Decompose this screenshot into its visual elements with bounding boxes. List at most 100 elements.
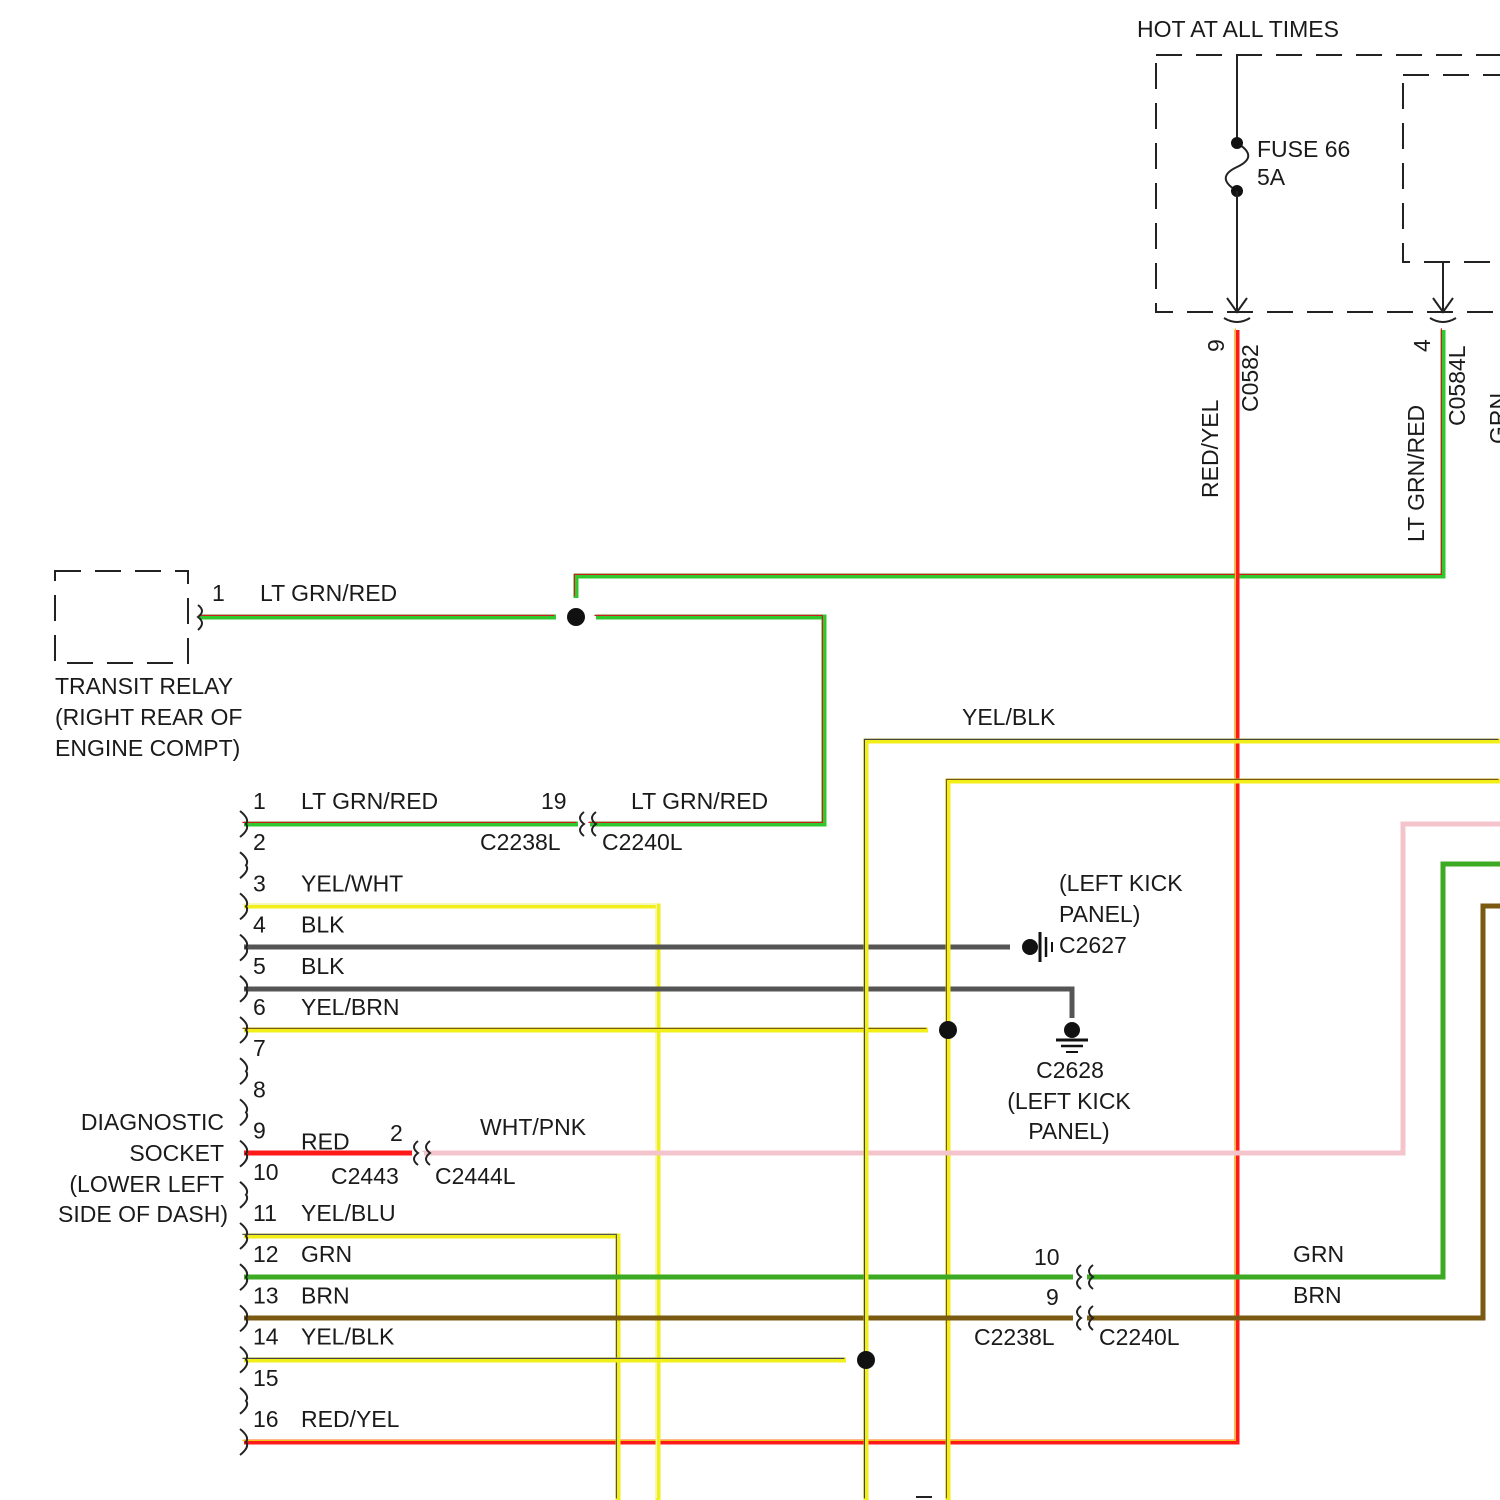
pin-9-c0582: 9: [1203, 339, 1229, 352]
diag-socket-title-1: DIAGNOSTIC: [81, 1109, 224, 1135]
connector-c2238l-label-lower: C2238L: [974, 1324, 1055, 1350]
pin-10-label: 10: [1034, 1244, 1060, 1270]
pin-19-label: 19: [541, 788, 567, 814]
ground-c2628-id: C2628: [1036, 1057, 1104, 1083]
wire-grn-vertical-label: GRN: [1485, 393, 1500, 444]
pin-2-label: 2: [390, 1120, 403, 1146]
socket-pin-number: 10: [253, 1159, 279, 1185]
socket-pin-number: 9: [253, 1118, 266, 1144]
socket-pin-number: 14: [253, 1324, 279, 1350]
wire-lt-grn-red-right-label: LT GRN/RED: [631, 788, 768, 814]
connector-c2238l-pin9-icon: [1077, 1306, 1081, 1330]
socket-pin-number: 5: [253, 953, 266, 979]
wire-yel-brn-pin6: [242, 1028, 928, 1030]
socket-pin-number: 4: [253, 912, 266, 938]
connector-c2238l-pin19-icon: [580, 812, 584, 836]
connector-c2444l-label: C2444L: [435, 1163, 516, 1189]
ground-c2627-location-2: PANEL): [1059, 901, 1140, 927]
socket-pin-number: 16: [253, 1406, 279, 1432]
transit-relay-wire-label: LT GRN/RED: [260, 580, 397, 606]
socket-pin-wire-label: GRN: [301, 1241, 352, 1267]
fuse-terminal-top: [1231, 137, 1243, 149]
fuse-name: FUSE 66: [1257, 136, 1350, 162]
socket-pin-bracket-icon: [240, 935, 247, 961]
socket-pin-bracket-icon: [240, 1429, 247, 1455]
wire-yel-blu-pin11: [242, 1234, 618, 1500]
socket-pin-bracket-icon: [240, 1141, 247, 1167]
socket-pin-bracket-icon: [240, 1017, 247, 1043]
connector-c2240l-label-upper: C2240L: [602, 829, 683, 855]
connector-c2240l-label-lower: C2240L: [1099, 1324, 1180, 1350]
connector-c0584l-icon: [1430, 318, 1456, 322]
socket-pin-wire-label: RED/YEL: [301, 1406, 400, 1432]
diag-socket-title-4: SIDE OF DASH): [58, 1201, 228, 1227]
socket-pin-number: 7: [253, 1035, 266, 1061]
socket-pin-wire-label: YEL/WHT: [301, 870, 403, 896]
wire-lt-grn-red-vertical-label: LT GRN/RED: [1403, 405, 1429, 542]
wire-lt-grn-red-socket-pin1: [242, 822, 578, 824]
socket-pin-wire-label: YEL/BLK: [301, 1324, 395, 1350]
connector-c0582-icon: [1224, 318, 1250, 322]
transit-relay-title-1: TRANSIT RELAY: [55, 673, 233, 699]
wire-lt-grn-red-splice-up: [574, 328, 1443, 598]
socket-pin-bracket-icon: [240, 1347, 247, 1373]
connector-c2238l-label-upper: C2238L: [480, 829, 561, 855]
socket-pin-bracket-icon: [240, 1388, 247, 1414]
connector-c0584l-label: C0584L: [1444, 345, 1470, 426]
socket-pin-number: 2: [253, 829, 266, 855]
socket-pin-bracket-icon: [240, 893, 247, 919]
socket-pin-number: 13: [253, 1282, 279, 1308]
fuse-box-outline: [1156, 55, 1500, 312]
pin-9-label: 9: [1046, 1284, 1059, 1310]
socket-pin-wire-label: RED: [301, 1129, 350, 1155]
wire-grn-right-label: GRN: [1293, 1241, 1344, 1267]
socket-pin-bracket-icon: [240, 1182, 247, 1208]
socket-pin-wire-label: YEL/BLU: [301, 1200, 396, 1226]
socket-pin-number: 11: [253, 1200, 277, 1226]
socket-pin-number: 15: [253, 1365, 279, 1391]
ground-c2628-location-1: (LEFT KICK: [1007, 1088, 1131, 1114]
transit-relay-title-3: ENGINE COMPT): [55, 735, 240, 761]
socket-pin-bracket-icon: [240, 811, 247, 837]
socket-pin-bracket-icon: [240, 1058, 247, 1084]
socket-pin-number: 1: [253, 788, 266, 814]
connector-c2443-icon: [414, 1141, 418, 1165]
transit-relay-box: [55, 571, 188, 663]
wire-wht-pnk-label: WHT/PNK: [480, 1114, 587, 1140]
socket-pin-bracket-icon: [240, 976, 247, 1002]
socket-pin-bracket-icon: [240, 1305, 247, 1331]
fuse-box-inner-outline: [1403, 75, 1500, 262]
splice-lt-grn-red: [567, 608, 585, 626]
diag-socket-title-3: (LOWER LEFT: [69, 1171, 224, 1197]
hot-at-all-times-label: HOT AT ALL TIMES: [1137, 16, 1339, 42]
splice-yel-blk: [857, 1351, 875, 1369]
ground-c2628-dot: [1064, 1022, 1080, 1038]
transit-relay-title-2: (RIGHT REAR OF: [55, 704, 242, 730]
wire-yel-blk-pin14: [242, 1358, 846, 1360]
connector-c2238l-pin10-icon: [1077, 1265, 1081, 1289]
socket-pin-wire-label: BLK: [301, 953, 345, 979]
socket-pin-bracket-icon: [240, 1223, 247, 1249]
wire-grn-right: [1087, 864, 1500, 1277]
wire-yel-blk-top-label: YEL/BLK: [962, 704, 1056, 730]
socket-pin-wire-label: BRN: [301, 1282, 350, 1308]
fuse-66-icon: [1226, 143, 1249, 191]
fuse-rating: 5A: [1257, 164, 1286, 190]
connector-c0582-label: C0582: [1237, 344, 1263, 412]
wire-red-yel-vertical-label: RED/YEL: [1197, 399, 1223, 498]
ground-c2627-dot: [1022, 939, 1038, 955]
ground-c2628-location-2: PANEL): [1028, 1118, 1109, 1144]
connector-c2443-label: C2443: [331, 1163, 399, 1189]
socket-pin-bracket-icon: [240, 852, 247, 878]
diag-socket-title-2: SOCKET: [129, 1140, 224, 1166]
socket-pin-bracket-icon: [240, 1099, 247, 1125]
wire-brn-right-label: BRN: [1293, 1282, 1342, 1308]
pin-4-c0584l: 4: [1409, 339, 1435, 352]
socket-pin-wire-label: BLK: [301, 912, 345, 938]
socket-pin-number: 6: [253, 994, 266, 1020]
splice-yel-brn: [939, 1021, 957, 1039]
socket-pin-wire-label: LT GRN/RED: [301, 788, 438, 814]
transit-relay-pin-1: 1: [212, 580, 225, 606]
